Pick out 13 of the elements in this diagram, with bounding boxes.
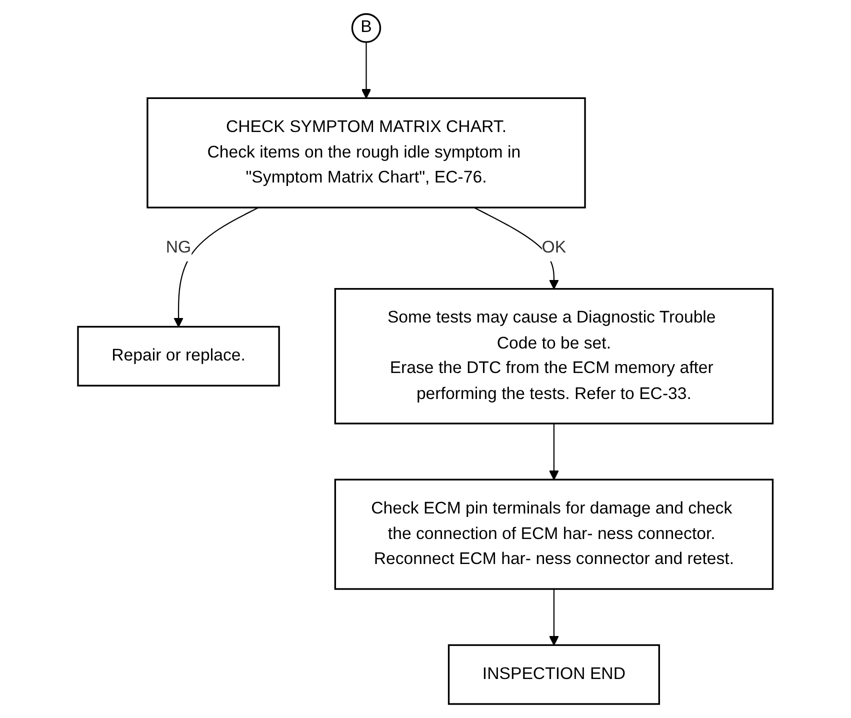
node-box [448, 644, 660, 705]
node-box [334, 478, 774, 590]
arrow [174, 207, 259, 328]
node-box [146, 97, 586, 208]
flowchart: NG OK B CHECK SYMPTOM MATRIX CHART. Check items on the rough idle symptom in "Symptom Matrix Chart", EC-76. Repair or replace. Some tests may cause a Diagnostic Trouble Code to be set. Erase the DTC from the ECM memory after performing the tests. Refer to EC-33. Check ECM pin terminals for damage and check the connection of ECM har- ness connector. Reconnect ECM har- ness connector and retest. INSPECTION END [69, 5, 782, 713]
arrow [549, 424, 560, 480]
arrow [361, 42, 372, 99]
edge-label: NG [166, 238, 192, 257]
node-box [77, 326, 280, 386]
node-circle [352, 13, 382, 43]
node-box [334, 288, 774, 424]
arrow [549, 589, 560, 646]
edge-label: OK [542, 238, 566, 257]
